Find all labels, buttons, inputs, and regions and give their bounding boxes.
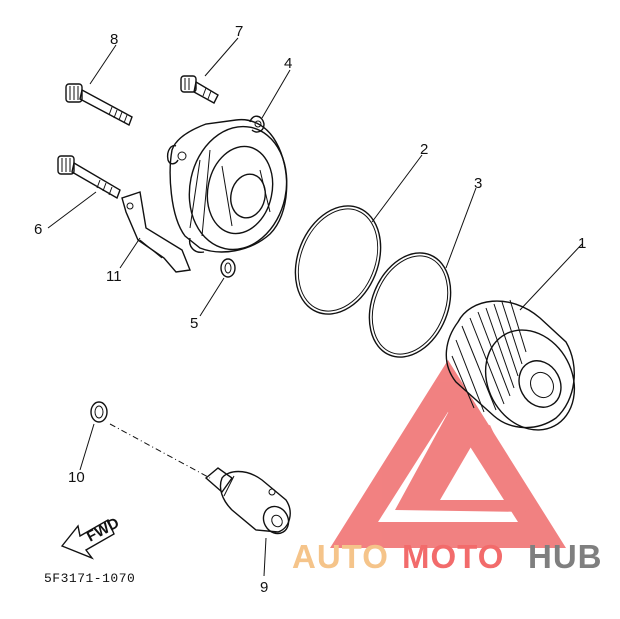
callout-11: 11 (106, 268, 122, 285)
callout-9: 9 (260, 579, 268, 596)
watermark-text-auto: AUTO (292, 538, 389, 575)
callout-1: 1 (578, 235, 586, 252)
callout-10: 10 (68, 469, 85, 486)
bolt-6-icon (57, 155, 121, 200)
bolt-8-icon (65, 83, 133, 126)
callout-5: 5 (190, 315, 198, 332)
watermark-text-hub: HUB (528, 538, 603, 575)
callout-2: 2 (420, 141, 428, 158)
callout-6: 6 (34, 221, 42, 238)
washer-10-icon (90, 401, 108, 423)
bracket-11-icon (121, 191, 191, 273)
bolt-7-icon (180, 75, 219, 104)
fwd-arrow-icon: FWD (60, 514, 122, 560)
o-ring-2-icon (294, 205, 382, 315)
washer-5-icon (220, 258, 236, 278)
sensor-9-icon (204, 467, 291, 535)
part-number: 5F3171-1070 (44, 571, 135, 586)
watermark-text-moto: MOTO (402, 538, 504, 575)
watermark-logo-icon (330, 360, 566, 548)
callout-4: 4 (284, 55, 292, 72)
filter-cover-4-icon (166, 115, 288, 253)
callout-8: 8 (110, 31, 118, 48)
oil-filter-1-icon (445, 299, 576, 431)
callout-7: 7 (235, 23, 243, 40)
callout-3: 3 (474, 175, 482, 192)
o-ring-3-icon (368, 252, 452, 358)
